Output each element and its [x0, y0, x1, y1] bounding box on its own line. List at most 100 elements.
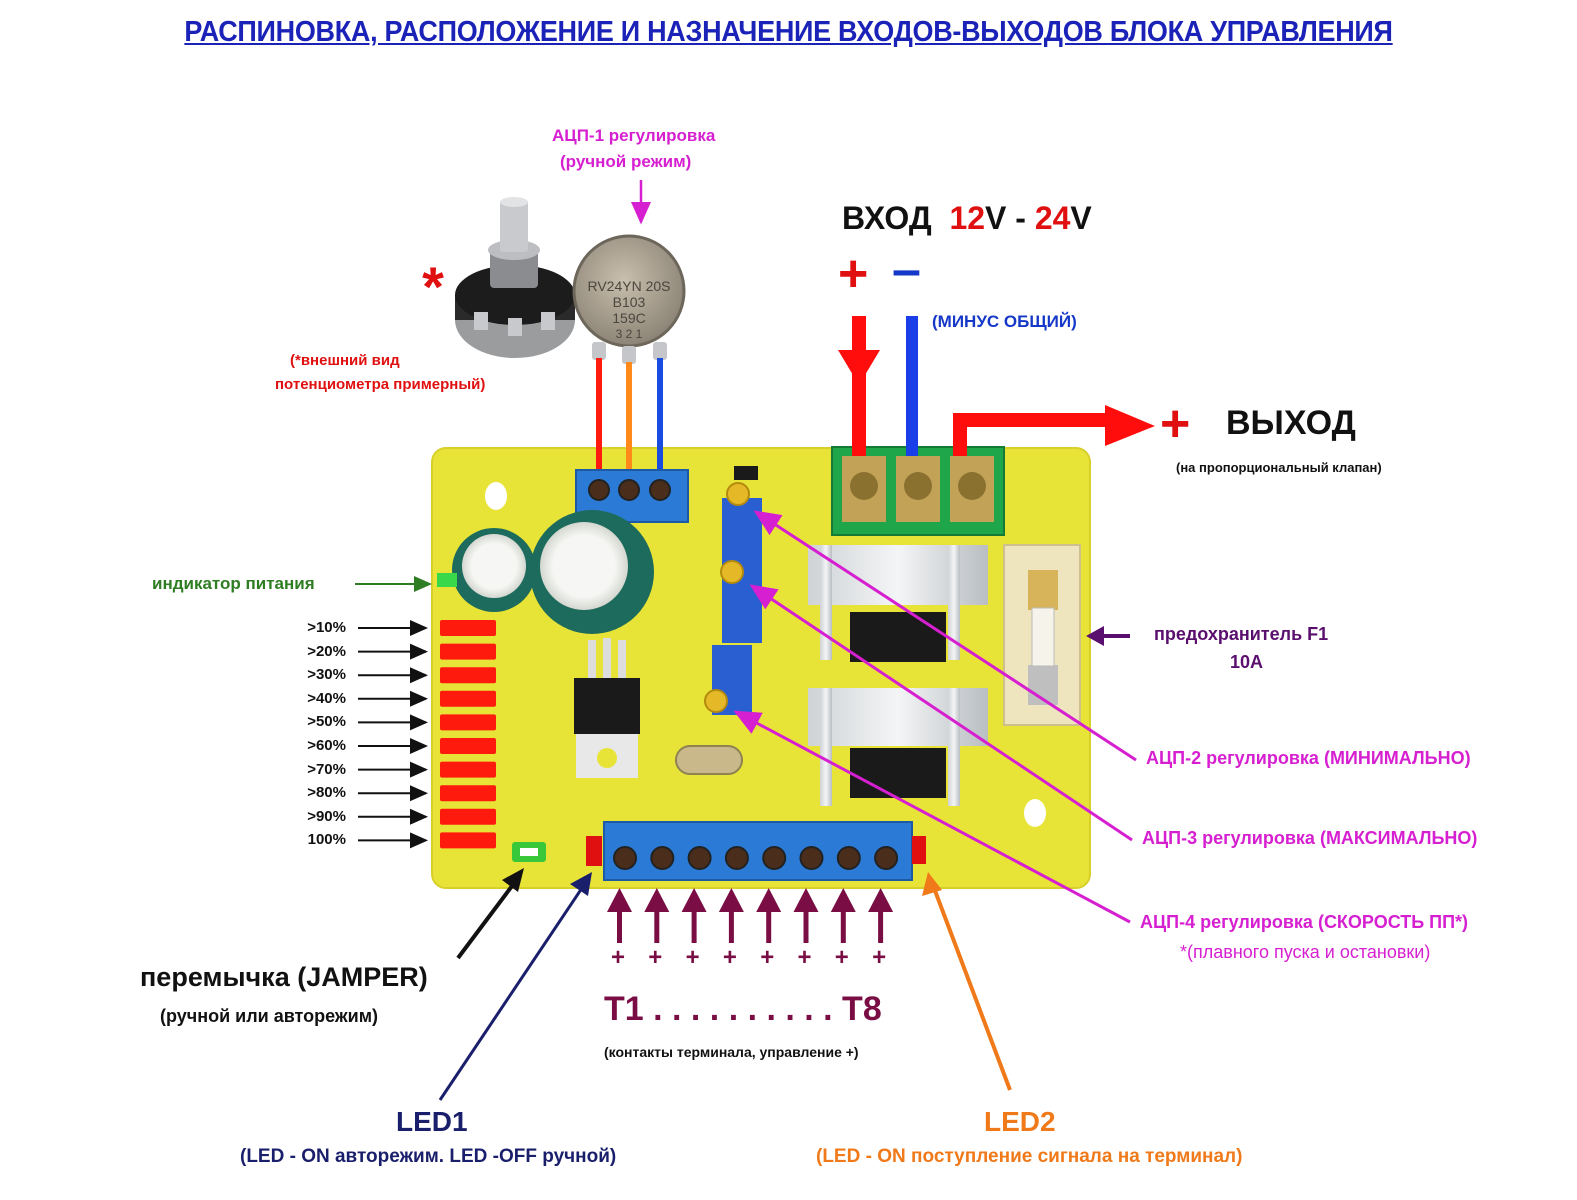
- terminal-screw: [724, 846, 749, 870]
- pot-note-line1: (*внешний вид: [290, 352, 400, 369]
- terminal-arrow: [644, 888, 670, 943]
- asterisk-icon: *: [422, 255, 444, 318]
- terminal-screw: [799, 846, 824, 870]
- fuse-f1: [1003, 544, 1081, 726]
- level-label: >40%: [307, 689, 346, 707]
- potentiometer-example: [455, 197, 575, 358]
- input-v-low: 12: [949, 200, 986, 236]
- level-led: [440, 785, 496, 802]
- power-indicator-label: индикатор питания: [152, 574, 315, 593]
- input-unit-2: V: [1070, 200, 1092, 236]
- diode: [734, 466, 758, 480]
- led2-label: LED2: [984, 1106, 1056, 1137]
- potentiometer-rv24yn: RV24YN 20S B103 159C 3 2 1: [572, 234, 686, 364]
- level-label: >70%: [307, 760, 346, 778]
- level-label: >80%: [307, 784, 346, 802]
- terminal-block-t1-t8: [603, 821, 913, 881]
- adc3-leader: [749, 584, 1133, 842]
- output-note: (на пропорциональный клапан): [1176, 460, 1382, 475]
- led2-note: (LED - ON поступление сигнала на термина…: [816, 1146, 1243, 1167]
- svg-text:*: *: [422, 255, 444, 318]
- level-led: [440, 761, 496, 778]
- terminal-plus: +: [648, 944, 663, 971]
- terminal-arrow: [607, 888, 632, 943]
- level-label: >90%: [307, 807, 346, 825]
- voltage-regulator: [574, 638, 640, 778]
- adc2-label: АЦП-2 регулировка (МИНИМАЛЬНО): [1146, 748, 1471, 768]
- pot-note-line2: потенциометра примерный): [275, 376, 486, 393]
- terminal-plus: +: [611, 944, 626, 971]
- level-led: [440, 620, 496, 636]
- led1-label: LED1: [396, 1106, 468, 1137]
- level-label: >30%: [307, 666, 346, 684]
- minus-common-note: (МИНУС ОБЩИЙ): [932, 312, 1077, 331]
- capacitor-large: [530, 510, 654, 634]
- level-label: >50%: [307, 713, 346, 731]
- input-unit-1: V: [985, 200, 1007, 236]
- level-arrows: [358, 620, 428, 849]
- adc1-mode: (ручной режим): [560, 152, 692, 171]
- trimmer-group: [704, 466, 762, 715]
- terminal-arrows: [607, 888, 894, 943]
- terminal-arrow: [681, 888, 707, 943]
- jumper[interactable]: [512, 842, 546, 862]
- adc1-label: АЦП-1 регулировка: [552, 126, 716, 145]
- input-minus-sign: –: [892, 241, 921, 299]
- pot-value: B103: [613, 294, 646, 310]
- terminal-screw: [836, 846, 861, 870]
- level-led-bar: [440, 620, 496, 849]
- output-plus-sign: +: [1160, 395, 1191, 453]
- level-led: [440, 832, 496, 849]
- terminal-note: (контакты терминала, управление +): [604, 1044, 859, 1060]
- terminal-plus: +: [760, 944, 775, 971]
- led1-arrow: [438, 872, 592, 1101]
- input-voltage-label: ВХОД 12V - 24V: [842, 200, 1092, 237]
- trimmer-adc3: [720, 560, 744, 584]
- terminal-arrow: [756, 888, 782, 943]
- terminal-arrow: [830, 888, 856, 943]
- level-led: [440, 714, 496, 731]
- level-label: >60%: [307, 737, 346, 754]
- level-label: >20%: [307, 642, 346, 660]
- level-label: >10%: [307, 619, 346, 636]
- pot-model: RV24YN 20S: [587, 278, 670, 294]
- terminal-plus: +: [872, 944, 887, 971]
- led2: [912, 836, 926, 864]
- input-minus-line: [906, 316, 918, 456]
- input-v-high: 24: [1034, 200, 1071, 236]
- terminal-screw: [762, 846, 787, 870]
- terminal-arrow: [868, 888, 894, 943]
- adc4-leader: [733, 710, 1131, 924]
- fuse-rating: 10А: [1230, 652, 1264, 672]
- led1-note: (LED - ON авторежим. LED -OFF ручной): [240, 1146, 617, 1167]
- terminal-screw: [650, 846, 675, 870]
- led1: [586, 836, 602, 866]
- level-led: [440, 808, 496, 825]
- fuse-label: предохранитель F1: [1154, 624, 1329, 644]
- adc4-note: *(плавного пуска и остановки): [1180, 942, 1431, 962]
- jumper-label: перемычка (JAMPER): [140, 962, 428, 992]
- terminal-plus: +: [685, 944, 700, 971]
- level-label: 100%: [307, 831, 346, 849]
- jumper-note: (ручной или авторежим): [160, 1006, 379, 1026]
- heatsink-top: [808, 545, 988, 662]
- fuse-arrow: [1086, 626, 1130, 646]
- terminal-screw: [687, 846, 712, 870]
- input-label: ВХОД: [842, 200, 932, 236]
- terminal-screw: [613, 846, 637, 870]
- mount-hole: [485, 482, 507, 510]
- heatsink-bottom: [808, 688, 988, 806]
- adc2-leader: [753, 510, 1137, 762]
- pot-code: 159C: [612, 310, 645, 326]
- page-title: РАСПИНОВКА, РАСПОЛОЖЕНИЕ И НАЗНАЧЕНИЕ ВХ…: [184, 16, 1393, 48]
- terminal-plus: +: [722, 944, 737, 971]
- pot-pins: 3 2 1: [616, 327, 643, 341]
- level-led: [440, 690, 496, 707]
- level-led: [440, 643, 496, 660]
- jumper-arrow: [456, 868, 524, 960]
- output-arrow: [953, 405, 1155, 456]
- terminal-arrow: [718, 888, 744, 943]
- input-dash: -: [1015, 200, 1026, 236]
- output-label: ВЫХОД: [1226, 404, 1356, 442]
